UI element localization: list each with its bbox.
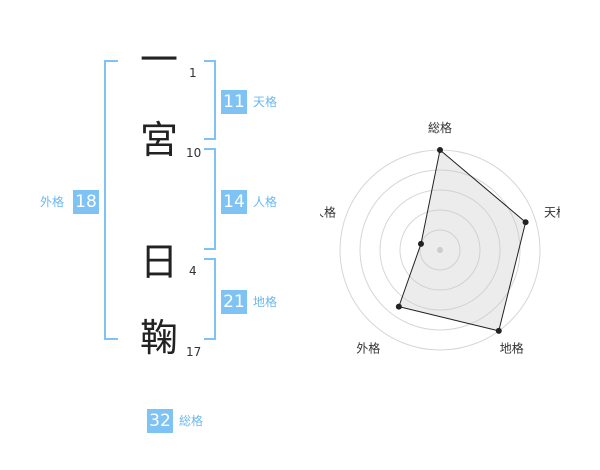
radar-point-5 — [417, 240, 424, 247]
chikaku-bracket — [204, 258, 216, 340]
fortune-radar-chart: 総格天格地格 外格 人格 — [320, 120, 560, 356]
tenkaku-bracket — [204, 60, 216, 140]
jinkaku-badge: 14 — [221, 190, 247, 214]
name-char-2: 宮 — [139, 118, 178, 162]
radar-ring-1 — [419, 229, 461, 271]
chikaku-badge: 21 — [221, 290, 247, 314]
name-char-3: 日 — [139, 240, 178, 284]
chikaku-label: 地格 — [253, 295, 278, 309]
radar-center-dot — [437, 247, 443, 253]
stroke-count-2: 10 — [186, 146, 202, 160]
gaikaku-label: 外格 — [40, 195, 65, 209]
name-char-4: 鞠 — [139, 316, 178, 360]
radar-point-4 — [395, 303, 402, 310]
radar-point-2 — [522, 219, 529, 226]
radar-point-3 — [495, 327, 502, 334]
radar-axis-label-2: 天格 — [544, 204, 560, 219]
radar-ring-3 — [379, 189, 501, 311]
tenkaku-badge: 11 — [221, 90, 247, 114]
radar-ring-4 — [359, 169, 521, 331]
radar-axis-label-5: 人格 — [320, 204, 336, 219]
tenkaku-label: 天格 — [253, 95, 278, 109]
soukaku-label: 総格 — [179, 414, 204, 428]
stroke-count-1: 1 — [189, 66, 197, 80]
jinkaku-bracket — [204, 148, 216, 250]
stroke-count-4: 17 — [186, 345, 202, 359]
radar-axis-label-1: 総格 — [428, 120, 452, 135]
radar-point-1 — [437, 147, 443, 153]
stroke-count-3: 4 — [189, 264, 197, 278]
gaikaku-badge: 18 — [73, 190, 99, 214]
radar-axis-label-3: 地格 — [500, 341, 524, 356]
soukaku-badge: 32 — [147, 409, 173, 433]
radar-polygon — [398, 149, 527, 332]
jinkaku-label: 人格 — [253, 195, 278, 209]
gaikaku-bracket — [104, 60, 118, 340]
name-char-1: 一 — [139, 38, 178, 82]
radar-axis-label-4: 外格 — [356, 341, 380, 356]
radar-ring-2 — [399, 209, 481, 291]
